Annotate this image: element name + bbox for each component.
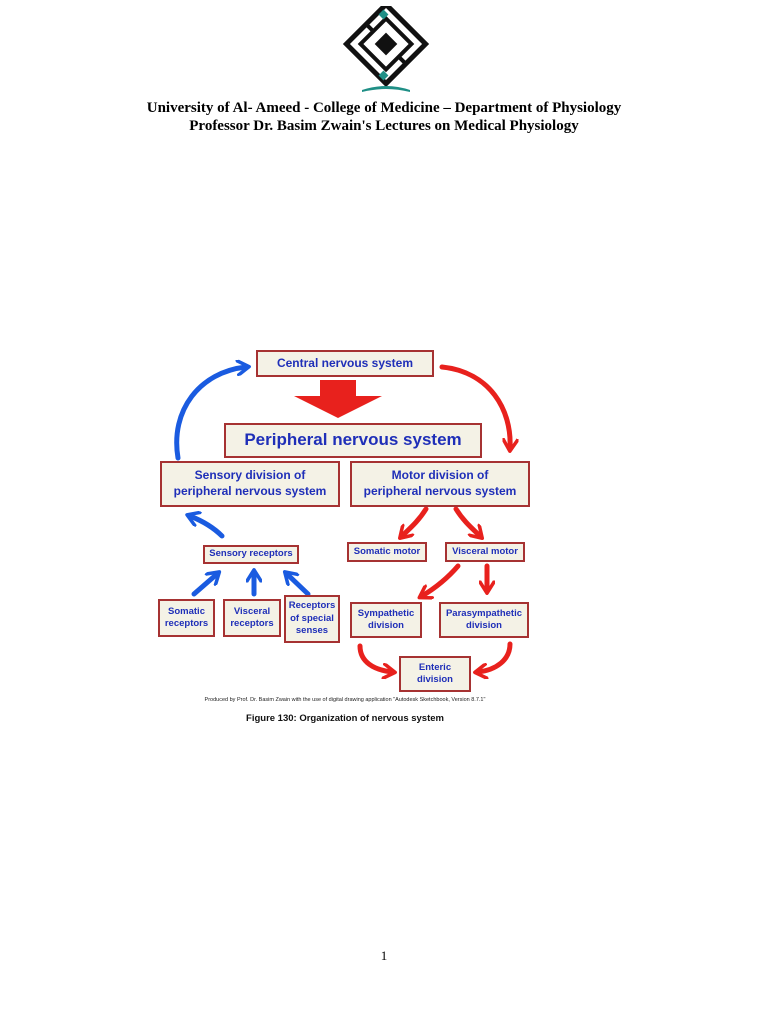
sensory-to-cns-arrow [174,367,246,461]
nervous-system-diagram: Central nervous system Peripheral nervou… [150,340,540,700]
cns-to-motor-arrow [439,364,510,448]
central-nervous-system-box: Central nervous system [256,350,434,377]
motor-to-somatic-arrow [402,506,429,536]
special-senses-receptors-box: Receptors of special senses [284,595,340,643]
university-logo [342,6,430,92]
somatic-receptor-arrow [191,574,217,597]
enteric-division-box: Enteric division [399,656,471,692]
cns-to-pns-arrow [294,380,382,418]
visceral-to-sympathetic-arrow [422,563,461,596]
peripheral-nervous-system-box: Peripheral nervous system [224,423,482,458]
visceral-motor-box: Visceral motor [445,542,525,562]
diagram-arrows [174,340,540,700]
figure-caption: Figure 130: Organization of nervous syst… [246,713,444,724]
visceral-receptors-box: Visceral receptors [223,599,281,637]
somatic-receptors-box: Somatic receptors [158,599,215,637]
sensory-division-box: Sensory division of peripheral nervous s… [160,461,340,507]
header-lecture-series: Professor Dr. Basim Zwain's Lectures on … [189,118,579,134]
special-senses-arrow [287,574,311,597]
figure-credit: Produced by Prof. Dr. Basim Zwain with t… [204,697,486,703]
somatic-motor-box: Somatic motor [347,542,427,562]
motor-division-box: Motor division of peripheral nervous sys… [350,461,530,507]
motor-to-visceral-arrow [453,506,480,536]
receptors-to-sensory-arrow [190,516,225,539]
page-number: 1 [380,948,388,963]
parasympathetic-division-box: Parasympathetic division [439,602,529,638]
header-institution: University of Al- Ameed - College of Med… [146,100,622,116]
sympathetic-division-box: Sympathetic division [350,602,422,638]
calligraphy-mark [342,6,430,88]
sympathetic-to-enteric-arrow [357,643,392,672]
sensory-receptors-box: Sensory receptors [203,545,299,564]
parasympathetic-to-enteric-arrow [478,641,513,672]
